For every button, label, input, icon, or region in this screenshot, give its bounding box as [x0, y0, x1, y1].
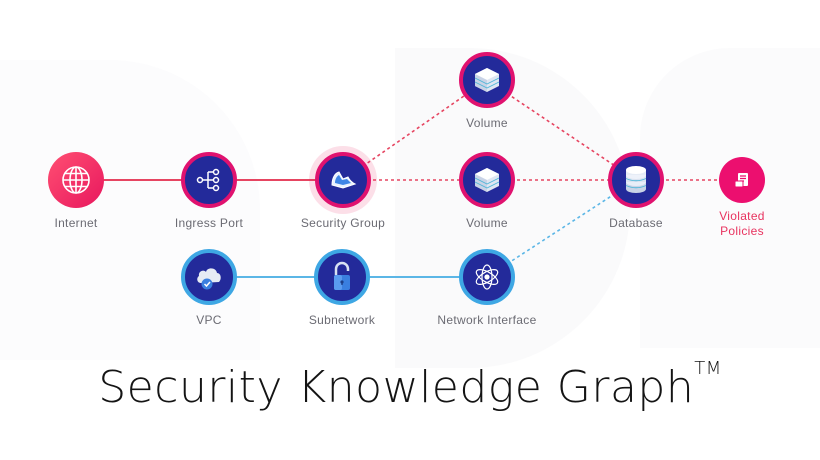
label-database: Database	[609, 216, 663, 230]
label-violated-policies: Violated Policies	[667, 209, 817, 239]
unlocked-padlock-icon	[334, 261, 350, 290]
trademark-mark: TM	[694, 358, 722, 379]
background-watermark	[0, 60, 260, 360]
atom-icon	[475, 264, 499, 290]
node-vpc[interactable]	[181, 249, 237, 305]
page-title: Security Knowledge GraphTM	[0, 358, 820, 413]
label-internet: Internet	[54, 216, 98, 230]
label-security-group: Security Group	[300, 216, 386, 230]
label-vpc: VPC	[196, 313, 222, 327]
node-subnetwork[interactable]	[314, 249, 370, 305]
node-database[interactable]	[608, 152, 664, 208]
globe-icon	[62, 166, 90, 194]
node-volume-top[interactable]	[459, 52, 515, 108]
node-violated-policies[interactable]	[719, 157, 765, 203]
node-volume-mid[interactable]	[459, 152, 515, 208]
volume-stack-icon	[474, 168, 500, 192]
node-internet[interactable]	[48, 152, 104, 208]
label-volume-mid: Volume	[466, 216, 508, 230]
label-subnetwork: Subnetwork	[308, 313, 376, 327]
edge-secgroup-volume-top	[342, 79, 488, 181]
node-network-interface[interactable]	[459, 249, 515, 305]
policy-document-icon	[734, 173, 748, 188]
label-volume-top: Volume	[466, 116, 508, 130]
cloud-check-icon	[197, 268, 221, 290]
database-icon	[625, 166, 647, 193]
label-violated-line2: Policies	[720, 224, 764, 238]
node-security-group[interactable]	[315, 152, 371, 208]
title-text: Security Knowledge Graph	[98, 362, 695, 413]
node-ingress-port[interactable]	[181, 152, 237, 208]
label-ingress-port: Ingress Port	[174, 216, 244, 230]
broken-shield-icon	[331, 171, 357, 189]
label-network-interface: Network Interface	[437, 313, 537, 327]
volume-stack-icon	[474, 68, 500, 92]
label-violated-line1: Violated	[719, 209, 765, 223]
network-tree-icon	[196, 168, 220, 192]
